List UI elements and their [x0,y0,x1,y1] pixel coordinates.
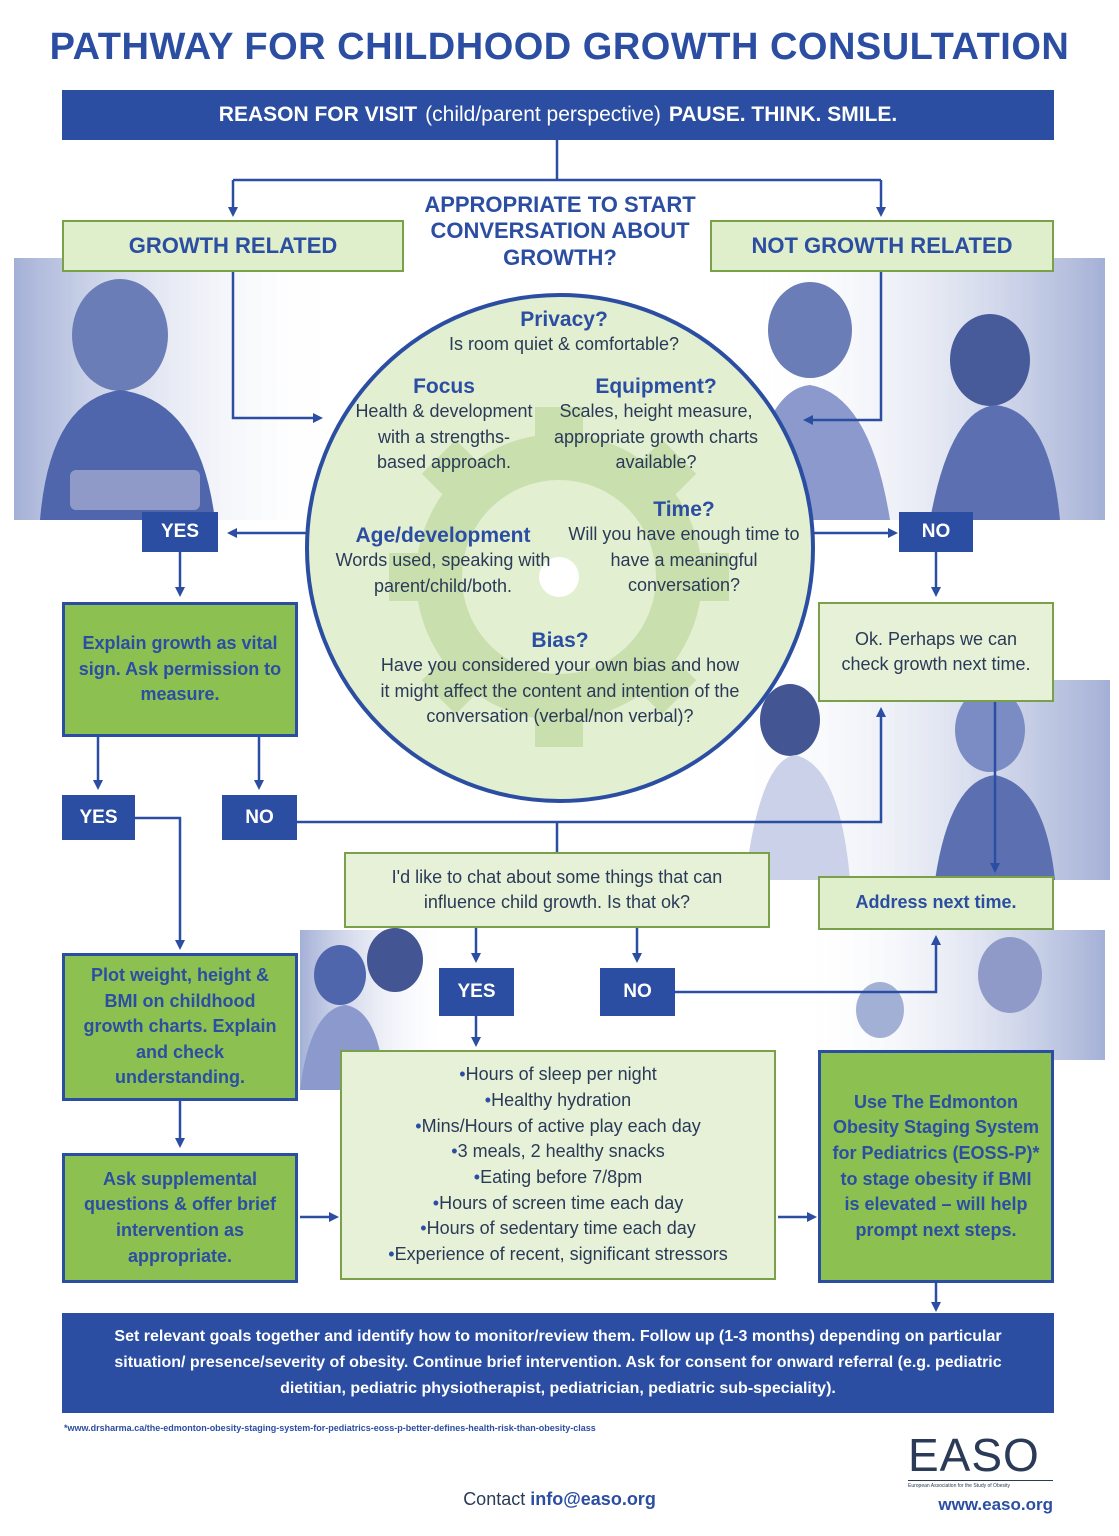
privacy-item: Privacy? Is room quiet & comfortable? [414,307,714,358]
topic-item: Healthy hydration [388,1088,727,1114]
bias-text: Have you considered your own bias and ho… [380,655,740,727]
goals-followup-bar: Set relevant goals together and identify… [62,1313,1054,1413]
plot-growth-charts-box: Plot weight, height & BMI on childhood g… [62,953,298,1101]
not-growth-related-box: NOT GROWTH RELATED [710,220,1054,272]
chat-about-growth-box: I'd like to chat about some things that … [344,852,770,928]
reason-bold-right: PAUSE. THINK. SMILE. [668,103,898,126]
yes-tag-2: YES [62,795,135,840]
age-development-item: Age/development Words used, speaking wit… [323,523,563,599]
no-tag-3: NO [600,968,675,1016]
time-text: Will you have enough time to have a mean… [568,524,800,596]
equipment-text: Scales, height measure, appropriate grow… [553,401,759,473]
privacy-text: Is room quiet & comfortable? [448,334,680,355]
address-next-time-box: Address next time. [818,876,1054,930]
logo-subtitle: European Association for the Study of Ob… [908,1480,1053,1489]
footnote-url: *www.drsharma.ca/the-edmonton-obesity-st… [64,1423,596,1433]
doctor-photo [720,680,1110,880]
logo-word: EASO [908,1429,1040,1481]
growth-related-box: GROWTH RELATED [62,220,404,272]
time-item: Time? Will you have enough time to have … [559,497,809,599]
topic-item: Eating before 7/8pm [388,1165,727,1191]
gear-icon [389,407,729,747]
topic-item: Mins/Hours of active play each day [388,1114,727,1140]
contact-line: Contact info@easo.org [0,1489,1119,1510]
privacy-heading: Privacy? [520,308,608,331]
eoss-p-box: Use The Edmonton Obesity Staging System … [818,1050,1054,1283]
topic-item: 3 meals, 2 healthy snacks [388,1139,727,1165]
ok-next-time-box: Ok. Perhaps we can check growth next tim… [818,602,1054,702]
contact-email[interactable]: info@easo.org [530,1489,656,1509]
focus-heading: Focus [413,375,475,398]
reason-light: (child/parent perspective) [425,103,661,126]
equipment-item: Equipment? Scales, height measure, appro… [541,374,771,476]
topics-list: Hours of sleep per night Healthy hydrati… [388,1062,728,1268]
focus-text: Health & development with a strengths-ba… [355,401,533,473]
time-heading: Time? [653,498,715,521]
page-title: PATHWAY FOR CHILDHOOD GROWTH CONSULTATIO… [49,26,1070,68]
equipment-heading: Equipment? [595,375,717,398]
yes-tag-3: YES [439,968,514,1016]
boy-photo [14,258,334,520]
ask-supplemental-box: Ask supplemental questions & offer brief… [62,1153,298,1283]
logo-url[interactable]: www.easo.org [938,1495,1053,1514]
yes-tag-1: YES [142,512,218,552]
reason-bold-left: REASON FOR VISIT [218,103,418,126]
no-tag-2: NO [222,795,297,840]
easo-logo: EASO European Association for the Study … [908,1432,1053,1515]
mother-child-photo [800,930,1105,1060]
age-development-heading: Age/development [355,524,531,547]
topic-item: Hours of sedentary time each day [388,1216,727,1242]
considerations-circle: Privacy? Is room quiet & comfortable? Fo… [305,293,815,803]
no-tag-1: NO [899,512,973,552]
age-development-text: Words used, speaking with parent/child/b… [335,550,551,596]
topics-box: Hours of sleep per night Healthy hydrati… [340,1050,776,1280]
reason-for-visit-bar: REASON FOR VISIT (child/parent perspecti… [62,90,1054,140]
topic-item: Hours of screen time each day [388,1191,727,1217]
topic-item: Experience of recent, significant stress… [388,1242,728,1268]
bias-heading: Bias? [531,629,589,652]
bias-item: Bias? Have you considered your own bias … [374,628,746,730]
contact-label: Contact [463,1489,526,1509]
explain-growth-box: Explain growth as vital sign. Ask permis… [62,602,298,737]
appropriate-question: APPROPRIATE TO START CONVERSATION ABOUT … [424,192,696,270]
topic-item: Hours of sleep per night [388,1062,727,1088]
focus-item: Focus Health & development with a streng… [354,374,534,476]
